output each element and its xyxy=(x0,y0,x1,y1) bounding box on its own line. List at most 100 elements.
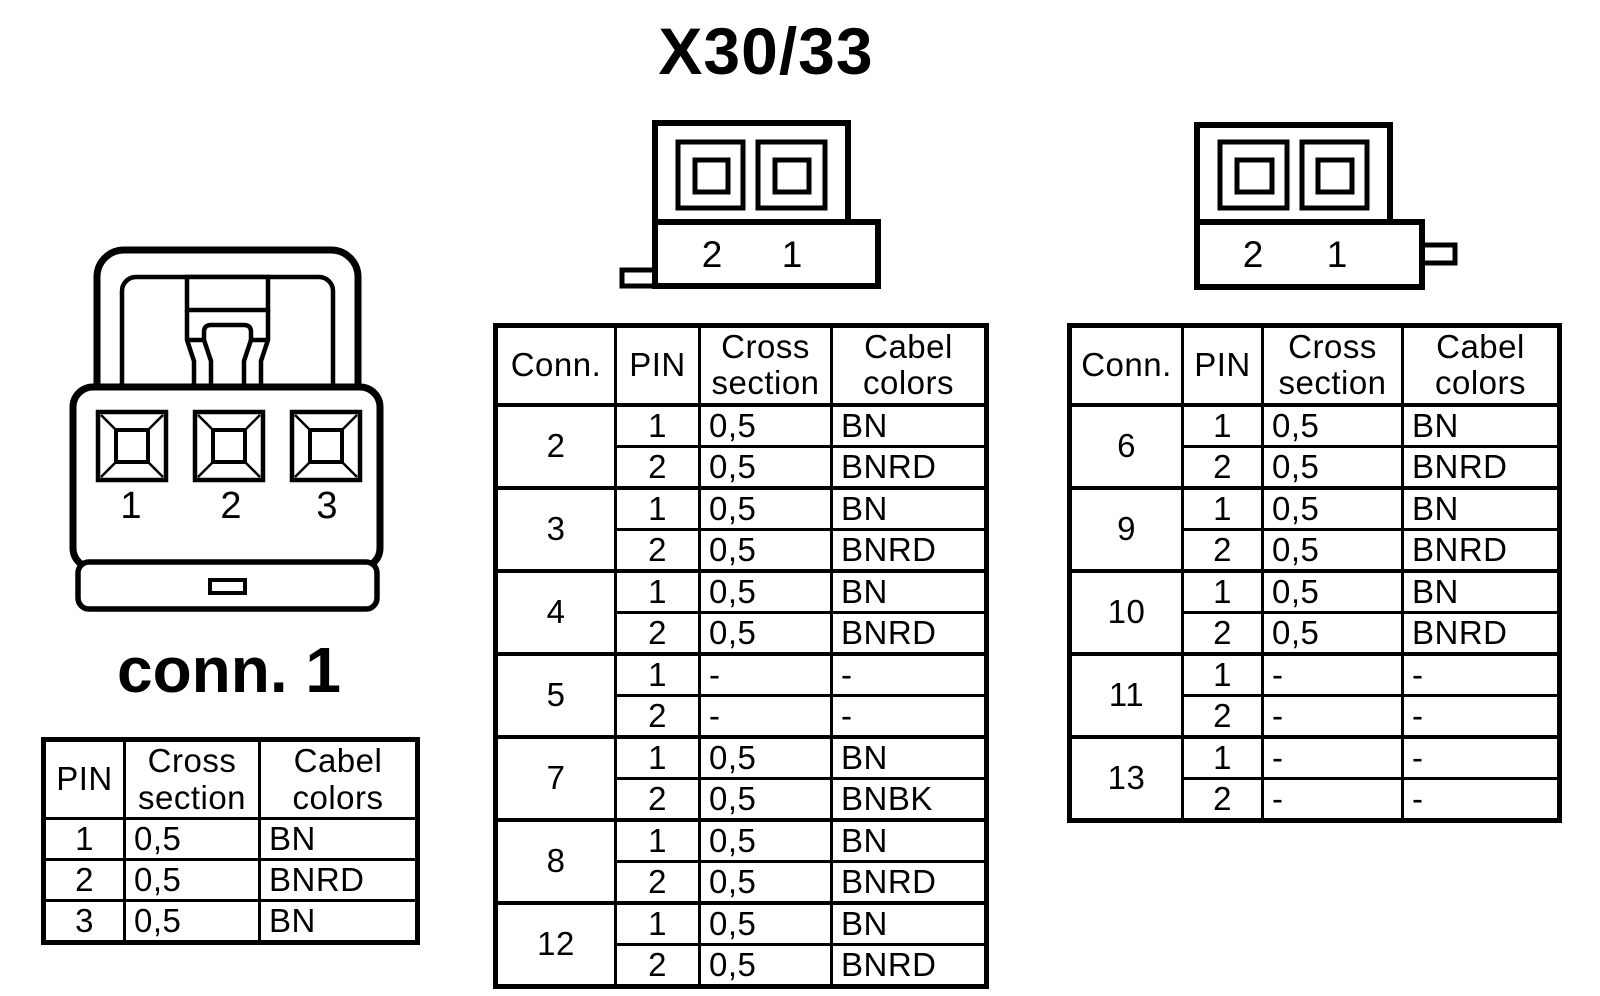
col-header-pin: PIN xyxy=(614,324,701,406)
cell-pin: 1 xyxy=(1181,402,1264,448)
connector-1-heading: conn. 1 xyxy=(116,634,342,706)
cell-conn: 12 xyxy=(494,900,617,988)
cell-conn: 13 xyxy=(1068,734,1184,822)
connector-base xyxy=(652,219,881,289)
connector-2pin-drawing-b: 2 1 xyxy=(1194,122,1458,290)
cell-cross-section: 0,5 xyxy=(698,402,833,448)
cell-pin: 2 xyxy=(614,444,701,489)
col-header-conn: Conn. xyxy=(494,324,617,406)
pin-socket xyxy=(1299,139,1370,211)
cell-cross-section: 0,5 xyxy=(1261,402,1404,448)
cell-cross-section: - xyxy=(1261,734,1404,780)
col-header-cable-colors: Cabel colors xyxy=(258,738,419,820)
cell-cable-color: BNRD xyxy=(830,444,988,489)
col-header-cable-colors: Cabel colors xyxy=(1401,324,1561,406)
table-row: 8 1 0,5 BN xyxy=(494,817,988,904)
cell-cross-section: 0,5 xyxy=(698,776,833,821)
cell-conn: 10 xyxy=(1068,568,1184,655)
pin-number-label: 1 xyxy=(120,485,141,527)
cell-pin: 1 xyxy=(1181,651,1264,697)
table-row: 1 0,5 BN xyxy=(42,817,419,861)
connector-base xyxy=(75,559,380,612)
cell-pin: 1 xyxy=(614,734,701,780)
cell-pin: 2 xyxy=(614,859,701,904)
cell-pin: 1 xyxy=(42,817,126,861)
cell-pin: 2 xyxy=(42,858,126,902)
x30-33-table-b: Conn. PIN Cross section Cabel colors 6 1… xyxy=(1067,323,1562,823)
cell-cable-color: - xyxy=(1401,776,1561,822)
table-row: 3 1 0,5 BN xyxy=(494,485,988,572)
header-row: PIN Cross section Cabel colors xyxy=(42,738,419,820)
cell-pin: 1 xyxy=(614,900,701,946)
cell-cable-color: BN xyxy=(830,568,988,614)
col-header-conn: Conn. xyxy=(1068,324,1184,406)
cell-cable-color: BN xyxy=(830,817,988,863)
table-row: 2 0,5 BNBK xyxy=(496,776,988,821)
table-row: 13 1 - - xyxy=(1068,734,1561,822)
cell-cable-color: BNRD xyxy=(1401,610,1561,655)
cell-pin: 2 xyxy=(1181,527,1264,572)
cell-pin: 1 xyxy=(614,651,701,697)
header-row: Conn. PIN Cross section Cabel colors xyxy=(494,324,988,406)
table-row: 5 1 - - xyxy=(494,651,988,738)
col-header-pin: PIN xyxy=(1181,324,1264,406)
pin-number-label: 3 xyxy=(316,485,337,527)
connector-base xyxy=(1194,219,1425,290)
table-row: 9 1 0,5 BN xyxy=(1068,485,1561,572)
cell-cross-section: 0,5 xyxy=(698,527,833,572)
table-row: 2 0,5 BNRD xyxy=(42,858,419,902)
table-row: 2 - - xyxy=(1070,693,1561,738)
cell-cable-color: BNRD xyxy=(830,527,988,572)
pin-socket xyxy=(1217,139,1290,211)
cell-conn: 4 xyxy=(494,568,617,655)
cell-conn: 7 xyxy=(494,734,617,821)
col-header-cross-section: Cross section xyxy=(1261,324,1404,406)
cell-cable-color: - xyxy=(1401,693,1561,738)
pin-socket xyxy=(675,139,746,211)
table-row: 7 1 0,5 BN xyxy=(494,734,988,821)
table-row: 2 0,5 BNRD xyxy=(496,527,988,572)
col-header-pin: PIN xyxy=(42,738,126,820)
cell-conn: 6 xyxy=(1068,402,1184,489)
connector-3pin-drawing: 1 2 3 xyxy=(69,246,384,612)
cell-cross-section: 0,5 xyxy=(698,568,833,614)
cell-cross-section: - xyxy=(1261,693,1404,738)
cell-cable-color: BNRD xyxy=(830,610,988,655)
cell-cable-color: BN xyxy=(830,900,988,946)
table-row: 2 0,5 BNRD xyxy=(496,444,988,489)
cell-conn: 11 xyxy=(1068,651,1184,738)
cell-cross-section: 0,5 xyxy=(1261,568,1404,614)
cell-pin: 2 xyxy=(614,693,701,738)
keyway-slot xyxy=(208,578,247,595)
cell-cross-section: 0,5 xyxy=(1261,444,1404,489)
cell-cable-color: BNRD xyxy=(1401,444,1561,489)
connector-2pin-drawing-a: 2 1 xyxy=(619,120,881,289)
cell-cross-section: 0,5 xyxy=(698,942,833,988)
cell-cross-section: 0,5 xyxy=(698,817,833,863)
cell-pin: 2 xyxy=(1181,444,1264,489)
cell-cross-section: 0,5 xyxy=(123,858,261,902)
cell-cross-section: 0,5 xyxy=(698,610,833,655)
cell-pin: 2 xyxy=(614,776,701,821)
table-row: 3 0,5 BN xyxy=(42,899,419,944)
cell-cross-section: 0,5 xyxy=(698,485,833,531)
mounting-tab xyxy=(619,267,658,289)
cell-cable-color: - xyxy=(1401,651,1561,697)
cell-cable-color: BNRD xyxy=(830,859,988,904)
latch-tab xyxy=(184,274,271,385)
cell-cable-color: BN xyxy=(830,485,988,531)
pin-socket xyxy=(755,139,828,211)
cell-cable-color: BN xyxy=(258,817,419,861)
cell-cross-section: 0,5 xyxy=(123,899,261,944)
cell-cable-color: - xyxy=(830,651,988,697)
table-row: 2 0,5 BNRD xyxy=(1070,444,1561,489)
cell-cable-color: BN xyxy=(830,734,988,780)
cell-pin: 2 xyxy=(1181,693,1264,738)
table-row: 12 1 0,5 BN xyxy=(494,900,988,988)
page-title: X30/33 xyxy=(658,14,874,88)
conn1-pin-table: PIN Cross section Cabel colors 1 0,5 BN … xyxy=(41,737,420,945)
cell-pin: 2 xyxy=(614,942,701,988)
cell-cable-color: BNRD xyxy=(1401,527,1561,572)
cell-pin: 3 xyxy=(42,899,126,944)
